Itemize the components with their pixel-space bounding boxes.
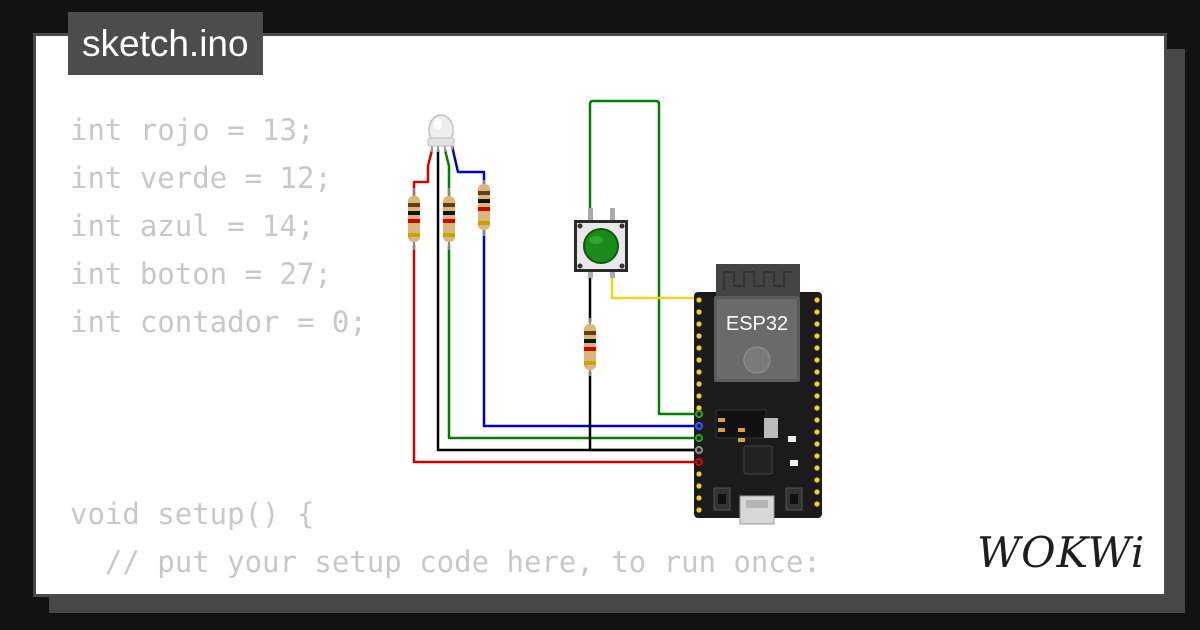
esp32-board[interactable]: ESP32 xyxy=(694,264,822,525)
wire-red xyxy=(412,149,434,196)
button-cap xyxy=(583,228,619,264)
wire-red-to-pin xyxy=(412,245,700,464)
espressif-icon xyxy=(743,346,771,374)
code-preview: int rojo = 13; int verde = 12; int azul = … xyxy=(70,106,821,594)
wire-green-to-pin xyxy=(447,245,700,440)
code-line: // put your setup code here, to run once… xyxy=(70,545,821,579)
code-line: int contador = 0; xyxy=(70,305,367,339)
code-line: void setup() { xyxy=(70,497,315,531)
wires xyxy=(412,99,700,464)
wokwi-logo: WOKWi xyxy=(977,528,1146,577)
resistor-green[interactable] xyxy=(443,188,455,250)
wire-blue-led xyxy=(450,145,486,186)
code-line: int boton = 27; xyxy=(70,257,332,291)
resistor-blue[interactable] xyxy=(478,180,490,236)
code-line: int rojo = 13; xyxy=(70,113,315,147)
file-tab[interactable]: sketch.ino xyxy=(68,12,263,75)
wire-green-button xyxy=(588,99,700,416)
wire-yellow-button xyxy=(610,272,700,300)
wire-green-led xyxy=(443,149,451,196)
wire-blue-to-pin xyxy=(482,230,700,428)
code-line: Serial.begin(115200); xyxy=(70,586,821,594)
board-label: ESP32 xyxy=(726,313,788,335)
preview-card: int rojo = 13; int verde = 12; int azul = … xyxy=(33,33,1167,597)
resistor-red[interactable] xyxy=(408,188,420,250)
wire-black-resistor xyxy=(588,372,700,452)
pushbutton[interactable] xyxy=(574,208,628,278)
wire-black-led xyxy=(436,150,700,452)
rgb-led[interactable] xyxy=(427,114,455,152)
code-line: int verde = 12; xyxy=(70,161,332,195)
code-line: int azul = 14; xyxy=(70,209,315,243)
resistor-button[interactable] xyxy=(584,318,596,376)
